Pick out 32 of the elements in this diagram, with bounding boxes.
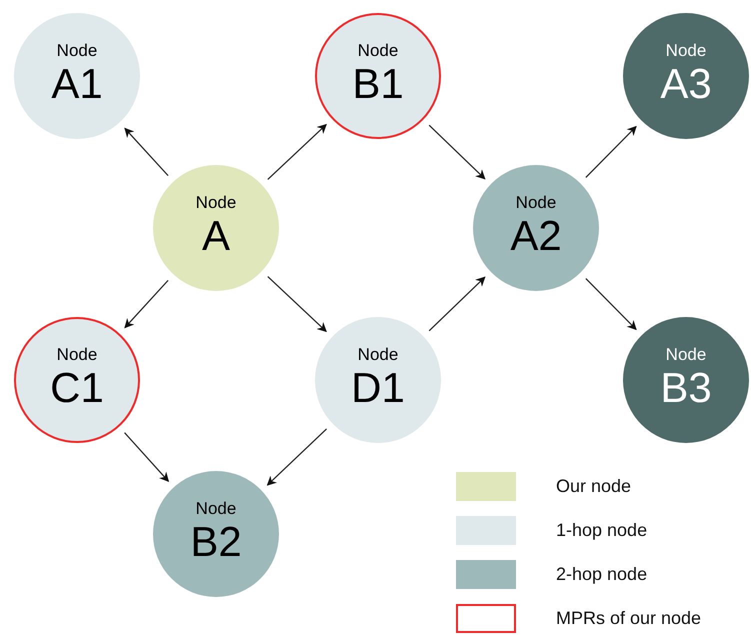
arrow: [428, 124, 486, 180]
node-caption: Node: [196, 193, 236, 213]
arrow: [124, 280, 169, 328]
node-caption: Node: [666, 345, 706, 365]
node-name: D1: [351, 365, 405, 411]
node-name: A3: [660, 61, 712, 107]
arrow: [585, 126, 637, 178]
node-name: B2: [190, 519, 242, 565]
legend-label: 1-hop node: [556, 519, 648, 542]
arrow: [428, 276, 486, 332]
arrow: [124, 432, 170, 482]
legend-label: MPRs of our node: [556, 607, 702, 630]
node-name: C1: [50, 365, 104, 411]
arrow: [585, 278, 637, 330]
node-name: B1: [352, 61, 404, 107]
node-name: A1: [51, 61, 103, 107]
arrow: [124, 128, 169, 176]
node-name: A2: [510, 213, 562, 259]
node-caption: Node: [516, 193, 556, 213]
node-caption: Node: [196, 499, 236, 519]
node-caption: Node: [358, 345, 398, 365]
node-caption: Node: [666, 41, 706, 61]
node-caption: Node: [56, 41, 98, 61]
node-caption: Node: [56, 345, 98, 365]
legend-label: 2-hop node: [556, 563, 648, 586]
legend-label: Our node: [556, 475, 632, 498]
node-caption: Node: [358, 41, 398, 61]
arrow: [267, 276, 327, 332]
node-name: A: [202, 213, 230, 259]
arrow: [267, 124, 327, 180]
node-name: B3: [660, 365, 712, 411]
arrow: [266, 428, 327, 486]
